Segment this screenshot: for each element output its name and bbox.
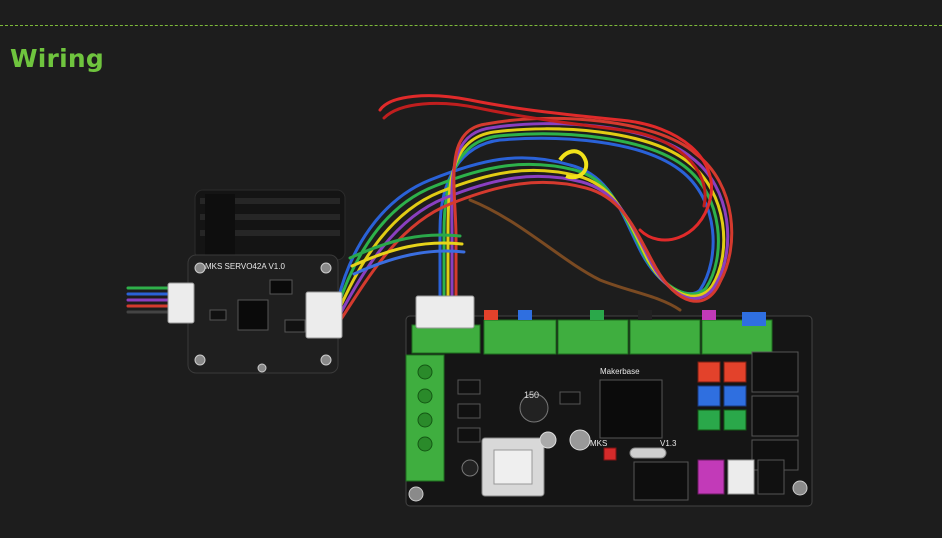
board-version: V1.3 [660, 439, 677, 448]
section-divider [0, 25, 942, 26]
board-model: MKS [590, 439, 607, 448]
board-brand: Makerbase [600, 367, 640, 376]
cable-bundle [126, 94, 734, 326]
servo-board: MKS SERVO42A V1.0 [167, 254, 343, 374]
stepper-motor [194, 189, 346, 261]
section-title: Wiring [10, 44, 104, 73]
wiring-photo: MKS SERVO42A V1.0 [126, 94, 813, 507]
inductor-label: 150 [524, 390, 539, 400]
controller-board: 150 Makerbase MKS V1.3 [405, 295, 813, 507]
cable-tie [558, 149, 589, 180]
servo-board-label: MKS SERVO42A V1.0 [205, 262, 285, 271]
